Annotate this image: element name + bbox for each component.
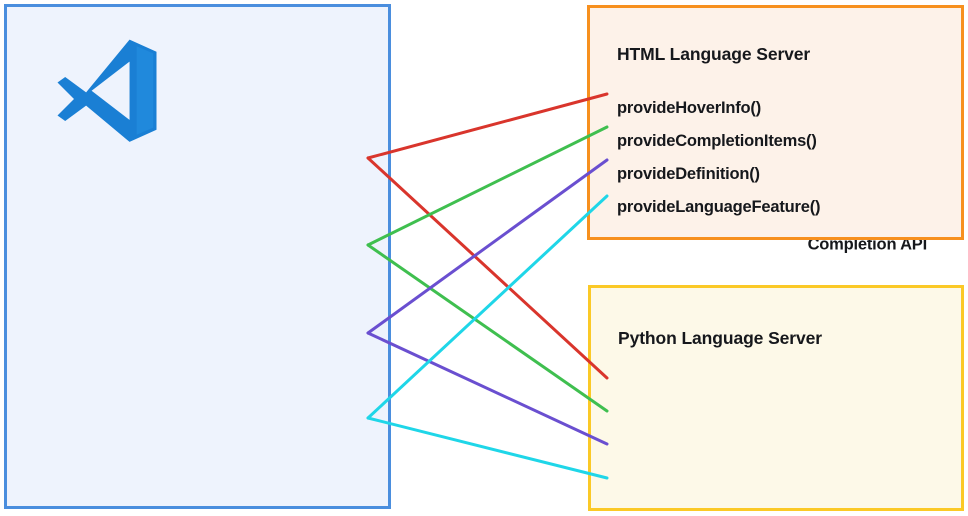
html-server-title: HTML Language Server <box>617 44 811 64</box>
connector-other-to-python <box>366 416 609 480</box>
connector-completion-to-html <box>366 125 609 247</box>
html-language-server-panel: HTML Language Server provideHoverInfo()p… <box>587 5 964 240</box>
vscode-logo <box>57 39 157 142</box>
connector-hover-to-python <box>366 156 609 380</box>
connector-completion-to-python <box>366 243 609 413</box>
connector-other-to-html <box>366 194 609 420</box>
html-method-list: provideHoverInfo() provideCompletionItems… <box>617 92 821 224</box>
python-language-server-panel: Python Language Server provideHoverInfo(… <box>588 285 964 511</box>
connector-definition-to-html <box>366 158 609 335</box>
method-item: provideLanguageFeature() <box>617 198 821 216</box>
api-label-completion: Completion API <box>807 235 928 254</box>
method-item: provideDefinition() <box>617 165 760 183</box>
method-item: provideCompletionItems() <box>617 132 817 150</box>
connector-definition-to-python <box>366 331 609 446</box>
python-server-title: Python Language Server <box>618 328 822 348</box>
method-item: provideHoverInfo() <box>617 99 761 117</box>
connector-hover-to-html <box>366 92 609 160</box>
vscode-client-panel <box>4 4 391 509</box>
